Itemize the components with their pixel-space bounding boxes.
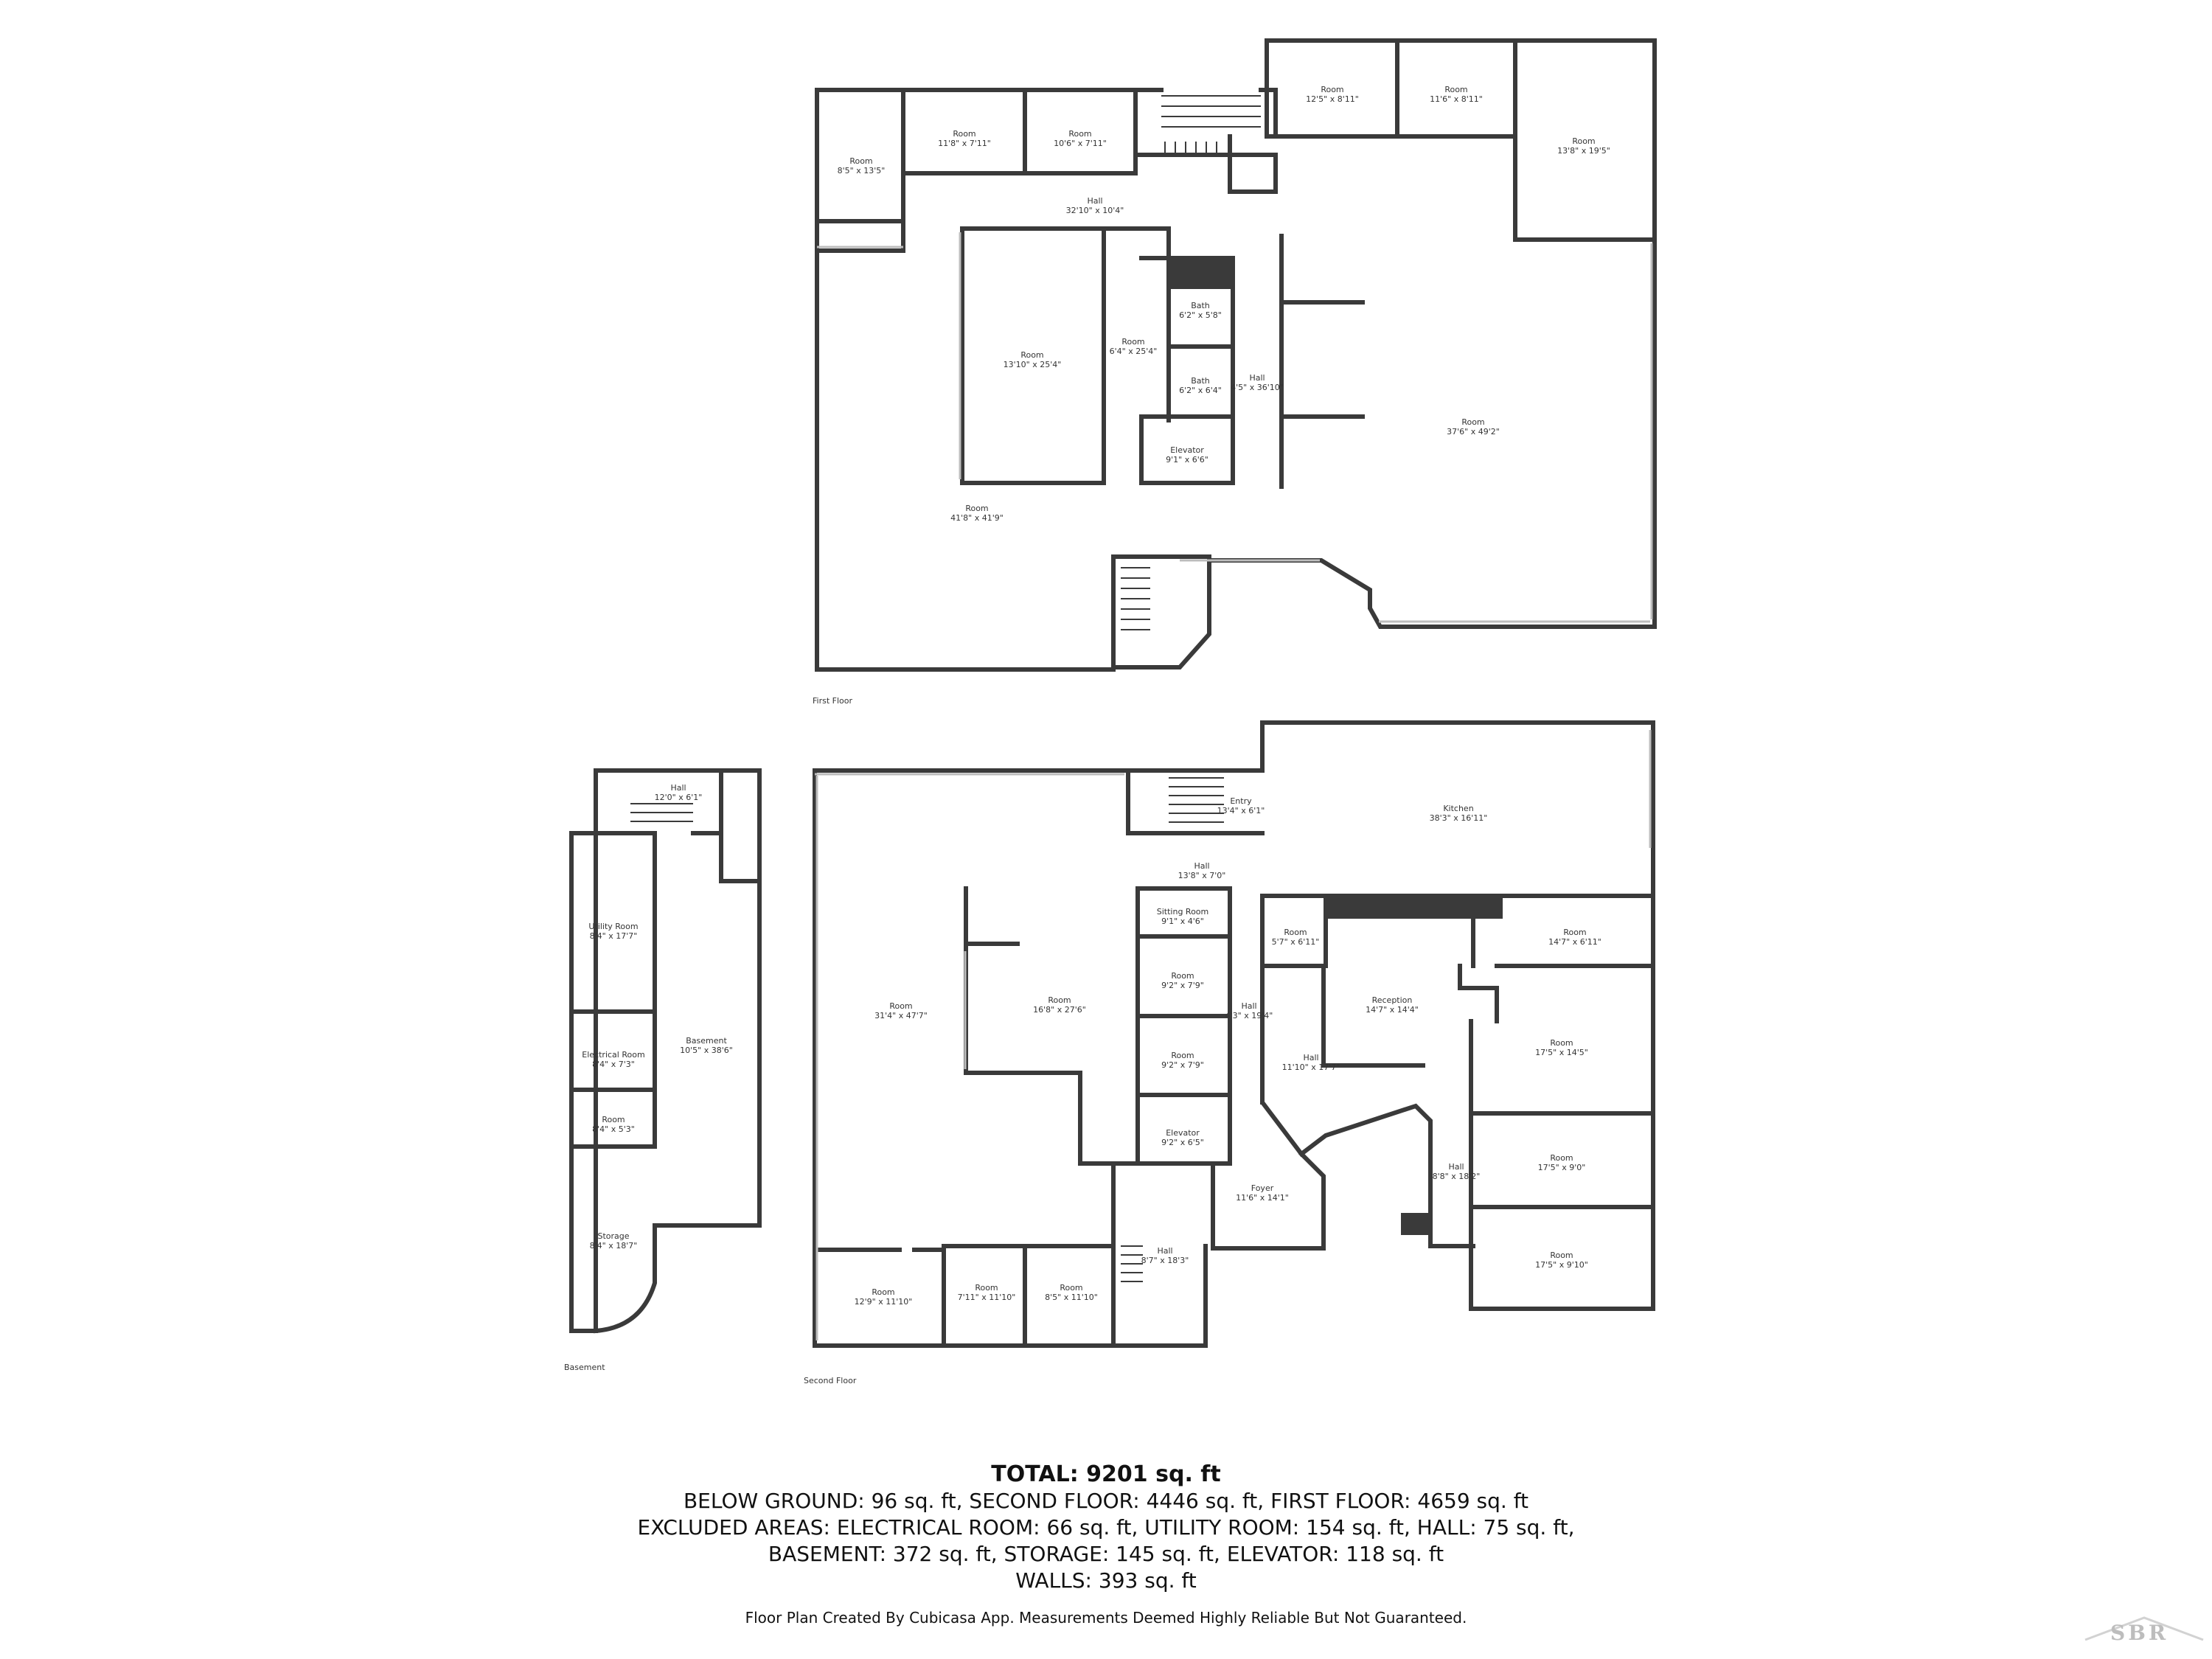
- first-floor-walls: [815, 38, 1657, 672]
- second-floor-walls: [813, 720, 1655, 1348]
- total-area: TOTAL: 9201 sq. ft: [991, 1461, 1221, 1487]
- floor-label-first: First Floor: [813, 696, 852, 706]
- basement-walls: [569, 768, 762, 1334]
- disclaimer: Floor Plan Created By Cubicasa App. Meas…: [745, 1609, 1467, 1627]
- watermark-logo: SBR: [2110, 1621, 2169, 1645]
- summary-line: WALLS: 393 sq. ft: [1015, 1568, 1197, 1593]
- floor-label-second: Second Floor: [804, 1376, 857, 1385]
- summary-line: BELOW GROUND: 96 sq. ft, SECOND FLOOR: 4…: [683, 1489, 1529, 1513]
- watermark-roof-icon: [2084, 1616, 2204, 1641]
- area-summary: TOTAL: 9201 sq. ft BELOW GROUND: 96 sq. …: [0, 1461, 2212, 1594]
- summary-line: BASEMENT: 372 sq. ft, STORAGE: 145 sq. f…: [768, 1542, 1444, 1566]
- floor-label-basement: Basement: [564, 1363, 605, 1372]
- summary-line: EXCLUDED AREAS: ELECTRICAL ROOM: 66 sq. …: [637, 1515, 1575, 1540]
